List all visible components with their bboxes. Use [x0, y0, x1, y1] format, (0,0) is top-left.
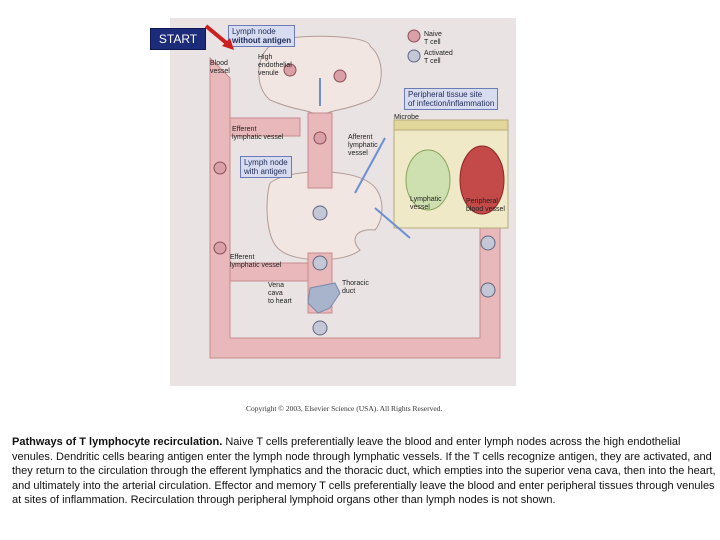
label-peripheral-blood-vessel: Peripheral blood vessel	[466, 198, 505, 213]
vena-cava	[307, 282, 341, 314]
naive-t-cell	[213, 161, 227, 175]
recirculation-diagram: Lymph node without antigen High endothel…	[170, 18, 516, 386]
label-hev: High endothelial venule	[258, 54, 292, 77]
label-afferent: Afferent lymphatic vessel	[348, 134, 378, 157]
label-peripheral-tissue: Peripheral tissue site of infection/infl…	[404, 88, 499, 110]
legend-activated-cell	[407, 49, 421, 63]
naive-t-cell	[283, 63, 297, 77]
label-thoracic-duct: Thoracic duct	[342, 280, 369, 295]
microbe-band	[393, 119, 509, 131]
activated-t-cell	[480, 282, 496, 298]
lymph-node-without-antigen	[258, 35, 382, 119]
legend-naive-label: Naive T cell	[424, 31, 442, 46]
start-arrow-icon	[204, 24, 234, 50]
label-vena-cava: Vena cava to heart	[268, 282, 292, 305]
label-blood-vessel: Blood vessel	[210, 60, 230, 75]
label-efferent-bottom: Efferent lymphatic vessel	[230, 254, 282, 269]
start-label: START	[150, 28, 206, 50]
label-efferent-top: Efferent lymphatic vessel	[232, 126, 284, 141]
figure-caption: Pathways of T lymphocyte recirculation. …	[12, 435, 718, 508]
central-vessel	[307, 112, 333, 189]
activated-t-cell	[312, 255, 328, 271]
naive-t-cell	[313, 131, 327, 145]
flow-arrow	[374, 207, 411, 239]
label-microbe: Microbe	[394, 114, 419, 121]
naive-t-cell	[213, 241, 227, 255]
flow-arrow	[354, 137, 386, 194]
diagram-canvas	[209, 29, 509, 359]
caption-body: Naive T cells preferentially leave the b…	[12, 436, 716, 506]
label-lymph-node-no-antigen: Lymph node without antigen	[228, 25, 296, 47]
copyright-notice: Copyright © 2003, Elsevier Science (USA)…	[246, 404, 443, 413]
activated-t-cell	[480, 235, 496, 251]
legend-activated-label: Activated T cell	[424, 50, 453, 65]
legend-naive-cell	[407, 29, 421, 43]
peripheral-blood-vessel-shape	[459, 145, 505, 215]
activated-t-cell	[312, 205, 328, 221]
efferent-vessel-top	[229, 117, 301, 137]
activated-t-cell	[312, 320, 328, 336]
label-lymphatic-vessel: Lymphatic vessel	[410, 196, 442, 211]
label-lymph-node-with-antigen: Lymph node with antigen	[240, 156, 292, 178]
lymphatic-vessel-shape	[405, 149, 451, 211]
naive-t-cell	[333, 69, 347, 83]
caption-title: Pathways of T lymphocyte recirculation.	[12, 436, 223, 448]
